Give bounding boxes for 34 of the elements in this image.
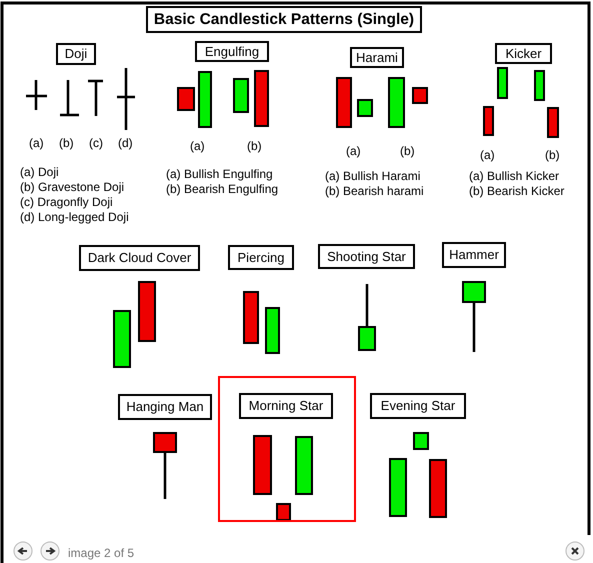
pattern-description: (b) Bearish Kicker [469, 184, 564, 198]
pattern-name-box: Kicker [495, 43, 552, 64]
pattern-description: (b) Bearish harami [325, 184, 424, 198]
pattern-name-box: Harami [350, 47, 404, 68]
pattern-name-box: Hammer [442, 242, 506, 268]
pattern-name-box: Morning Star [239, 393, 333, 419]
pattern-description: (d) Long-legged Doji [20, 210, 129, 224]
pattern-description: (c) Dragonfly Doji [20, 195, 113, 209]
option-letter: (b) [545, 148, 560, 162]
pattern-description: (a) Bullish Engulfing [166, 167, 273, 181]
pattern-description: (b) Bearish Engulfing [166, 182, 278, 196]
option-letter: (d) [118, 136, 133, 150]
title-box: Basic Candlestick Patterns (Single) [146, 6, 422, 33]
pattern-name-box: Evening Star [370, 393, 466, 419]
pattern-description: (b) Gravestone Doji [20, 180, 124, 194]
highlight-frame [218, 376, 356, 522]
pattern-name-box: Doji [56, 43, 96, 65]
option-letter: (a) [346, 144, 361, 158]
pattern-name-box: Engulfing [195, 41, 269, 62]
option-letter: (a) [480, 148, 495, 162]
pattern-name-box: Shooting Star [318, 244, 415, 269]
pattern-description: (a) Bullish Harami [325, 169, 420, 183]
pattern-name-box: Piercing [228, 245, 294, 270]
option-letter: (b) [247, 139, 262, 153]
pattern-description: (a) Bullish Kicker [469, 169, 560, 183]
image-counter: image 2 of 5 [68, 546, 134, 560]
option-letter: (c) [89, 136, 103, 150]
pattern-description: (a) Doji [20, 165, 59, 179]
pattern-name-box: Dark Cloud Cover [79, 245, 200, 271]
option-letter: (b) [400, 144, 415, 158]
option-letter: (b) [59, 136, 74, 150]
pattern-name-box: Hanging Man [118, 394, 212, 420]
option-letter: (a) [190, 139, 205, 153]
option-letter: (a) [29, 136, 44, 150]
